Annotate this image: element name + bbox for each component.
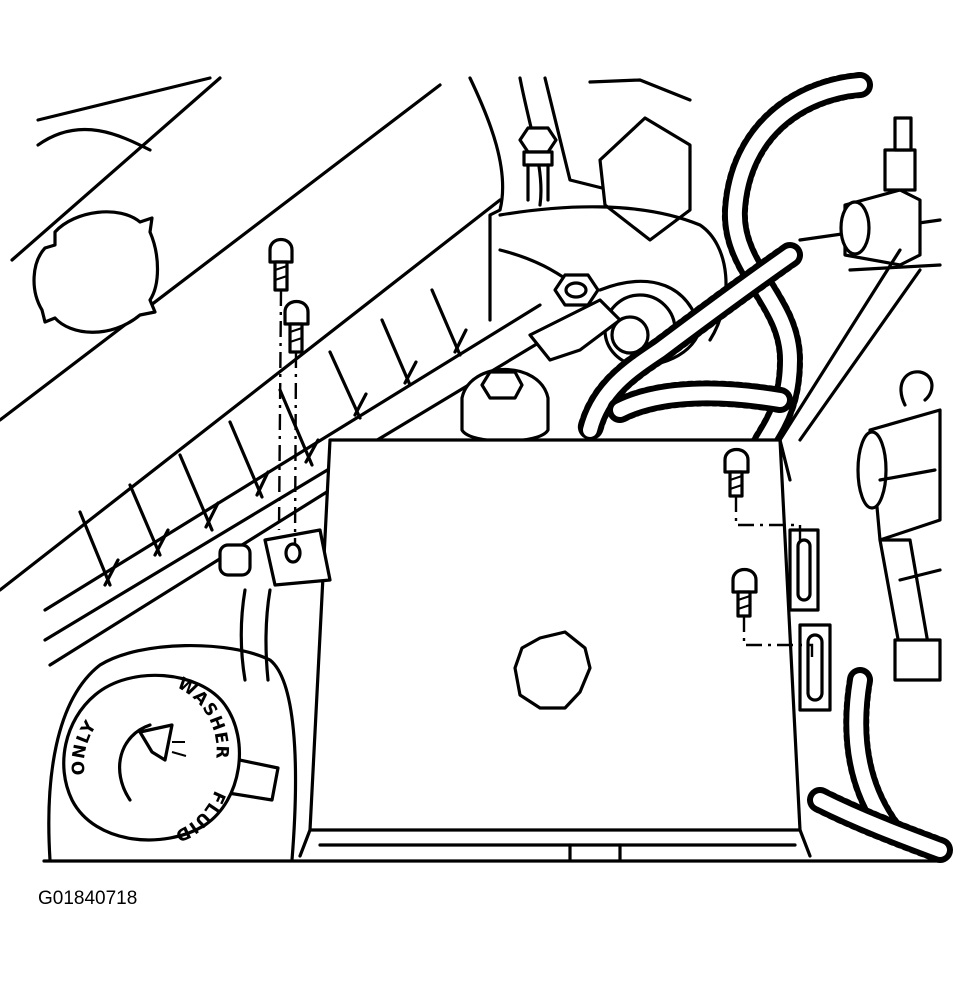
module-mounting-tab-upper (788, 528, 820, 612)
bolt-right-lower (731, 567, 758, 618)
module-center-cutout (513, 630, 592, 710)
engine-cover (0, 76, 502, 592)
bracket-bolt-upper (518, 126, 558, 202)
module-mounting-tab-lower (798, 623, 832, 712)
windshield-washer-symbol (138, 723, 174, 762)
module-left-bracket (218, 528, 332, 682)
bolt-right-upper (723, 447, 750, 498)
bolt-hole-left (284, 542, 302, 564)
wiring-harness (577, 72, 953, 863)
exploded-line-right-lower (742, 616, 814, 660)
figure-id-code: G01840718 (38, 888, 138, 909)
bracket-nut-center (553, 273, 600, 307)
exploded-line-left-lower (293, 351, 298, 546)
right-side-sensor (778, 116, 942, 682)
intake-manifold-fins (43, 288, 562, 667)
bolt-left-lower (283, 299, 310, 354)
exploded-line-right-upper (734, 496, 802, 545)
washer-fluid-cap: WASHER FLUID ONLY (62, 673, 242, 846)
bracket-bolt-lower (460, 368, 550, 443)
exploded-line-left-upper (277, 289, 283, 531)
bolt-left-upper (268, 237, 294, 292)
